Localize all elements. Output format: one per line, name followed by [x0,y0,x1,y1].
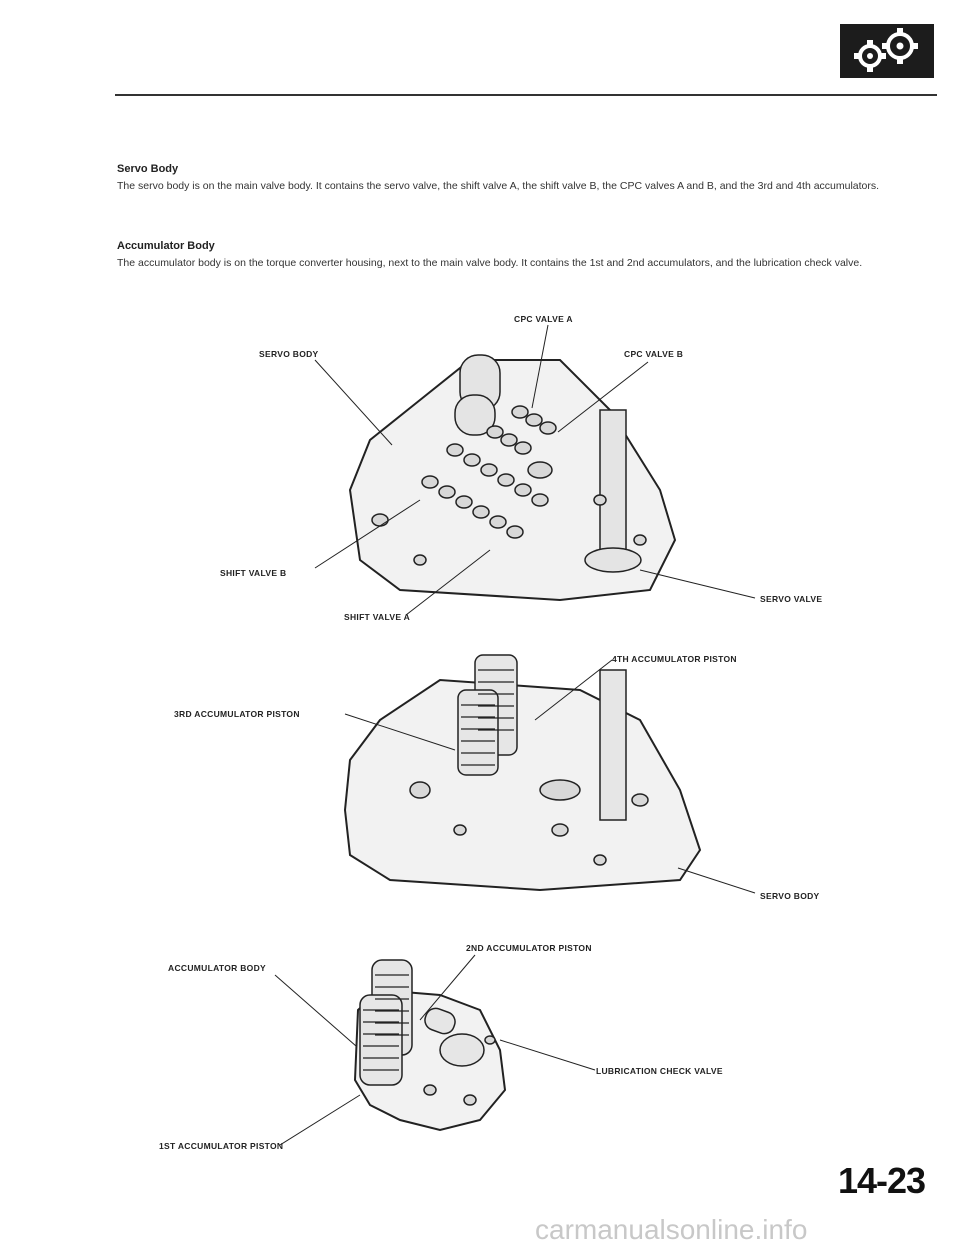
servo-body-label-lower: SERVO BODY [760,891,820,901]
servo-body-diagram [314,324,756,616]
cpc-valve-a-label: CPC VALVE A [514,314,573,324]
watermark: carmanualsonline.info [535,1214,808,1245]
servo-body-heading: Servo Body [117,163,179,175]
accumulator-body-label: ACCUMULATOR BODY [168,963,266,973]
cpc-valve-b-label: CPC VALVE B [624,349,684,359]
third-accumulator-piston-label: 3RD ACCUMULATOR PISTON [174,709,300,719]
accumulator-body-description: The accumulator body is on the torque co… [117,257,863,269]
header-rule [115,94,937,96]
lubrication-check-valve-label: LUBRICATION CHECK VALVE [596,1066,723,1076]
accumulator-body-diagram [274,954,596,1146]
fourth-accumulator-piston-label: 4TH ACCUMULATOR PISTON [612,654,737,664]
first-accumulator-piston-label: 1ST ACCUMULATOR PISTON [159,1141,284,1151]
accumulator-body-heading: Accumulator Body [117,240,215,252]
servo-body-accumulator-diagram [343,654,756,894]
shift-valve-b-label: SHIFT VALVE B [220,568,287,578]
servo-body-label: SERVO BODY [259,349,319,359]
servo-body-description: The servo body is on the main valve body… [117,180,880,192]
gears-icon [840,24,934,78]
servo-valve-label: SERVO VALVE [760,594,823,604]
second-accumulator-piston-label: 2ND ACCUMULATOR PISTON [466,943,592,953]
page-number: 14-23 [838,1160,926,1201]
shift-valve-a-label: SHIFT VALVE A [344,612,411,622]
